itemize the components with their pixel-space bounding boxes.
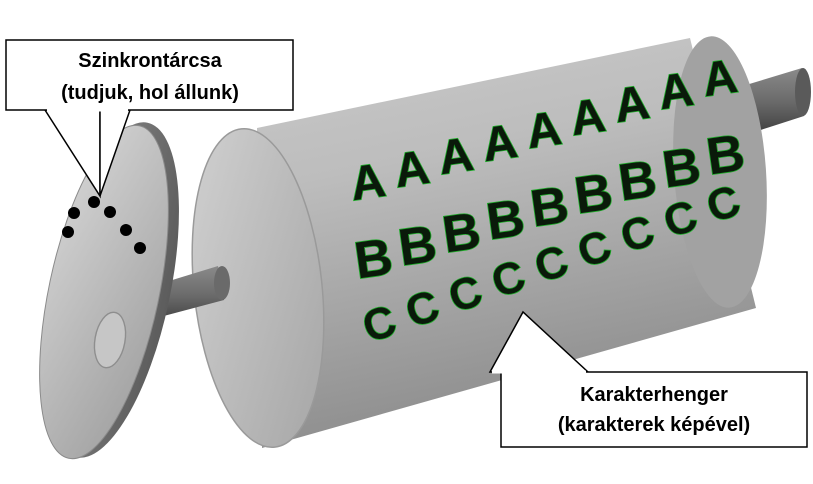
char-drum-label: Karakterhenger	[580, 384, 728, 406]
drum-char-b-7: B	[615, 150, 660, 213]
drum-char-a-9: A	[699, 50, 741, 107]
drum-char-a-6: A	[567, 89, 609, 146]
drum-char-b-2: B	[395, 215, 440, 278]
sync-disc-callout-pointer	[43, 109, 101, 199]
drum-char-b-5: B	[527, 176, 572, 239]
drum-char-a-8: A	[655, 63, 697, 120]
drum-char-a-2: A	[391, 141, 433, 198]
sync-disc	[39, 122, 179, 460]
sync-hole-5	[120, 224, 132, 236]
sync-hole-1	[62, 226, 74, 238]
char-drum-callout: Karakterhenger (karakterek képével)	[488, 310, 808, 448]
sync-holes	[62, 196, 146, 254]
sync-hole-2	[68, 207, 80, 219]
sync-disc-callout: Szinkrontárcsa (tudjuk, hol állunk)	[5, 39, 294, 199]
sync-disc-label: Szinkrontárcsa	[78, 50, 222, 72]
drum-char-a-1: A	[347, 154, 389, 211]
drum-char-b-6: B	[571, 163, 616, 226]
drum-char-b-3: B	[439, 202, 484, 265]
drum-char-b-1: B	[351, 228, 396, 291]
sync-hole-4	[104, 206, 116, 218]
sync-hole-6	[134, 242, 146, 254]
drum-char-a-4: A	[479, 115, 521, 172]
drum-char-b-4: B	[483, 189, 528, 252]
drum-char-a-5: A	[523, 102, 565, 159]
sync-disc-sublabel: (tudjuk, hol állunk)	[61, 82, 239, 104]
drum-char-a-7: A	[611, 76, 653, 133]
drum-end-cap	[192, 128, 324, 448]
drum-char-b-9: B	[703, 124, 748, 187]
drum-char-b-8: B	[659, 137, 704, 200]
disc-hub	[93, 311, 127, 369]
character-drum	[191, 36, 767, 449]
drum-char-a-3: A	[435, 128, 477, 185]
char-drum-callout-box	[500, 371, 808, 448]
sync-disc-callout-box	[5, 39, 294, 111]
sync-hole-3	[88, 196, 100, 208]
char-drum-sublabel: (karakterek képével)	[558, 414, 750, 436]
